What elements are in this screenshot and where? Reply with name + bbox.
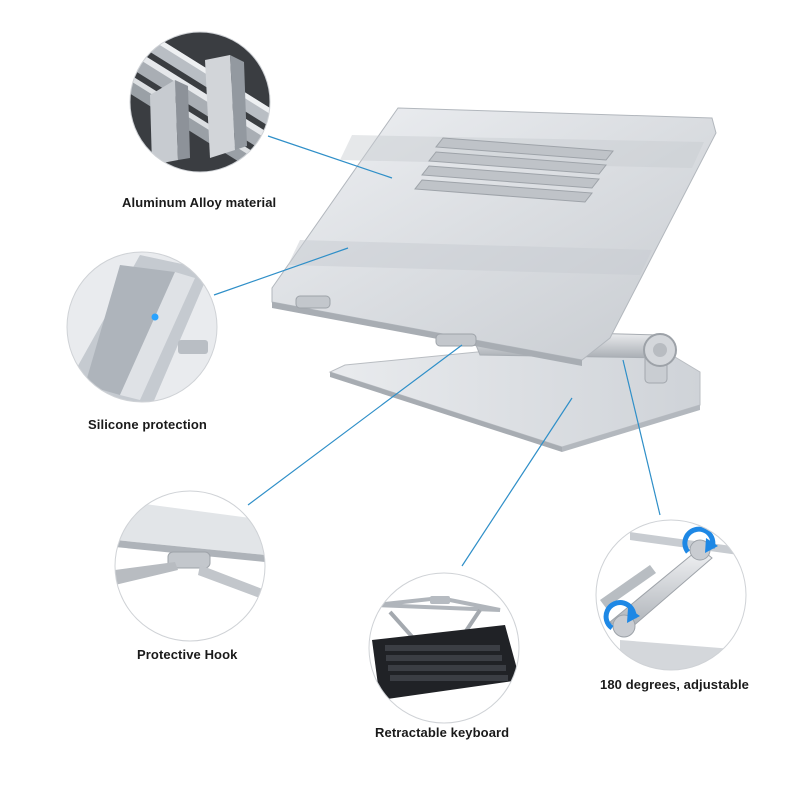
angle-label-bottom: 180°: [644, 626, 671, 641]
caption-hook: Protective Hook: [137, 647, 238, 662]
callout-lines: [213, 135, 661, 567]
caption-aluminum: Aluminum Alloy material: [122, 195, 277, 210]
caption-silicone: Silicone protection: [88, 417, 207, 432]
silicone-detail-circle: [66, 251, 218, 403]
rotate-arrow-icon: [603, 600, 640, 631]
rotate-arrow-icon: [682, 526, 718, 554]
hinge-detail-circle: 180° 180°: [595, 519, 747, 671]
laptop-stand: [271, 107, 717, 452]
aluminum-detail-circle: [129, 31, 271, 173]
caption-adjustable: 180 degrees, adjustable: [600, 677, 749, 692]
angle-label-top: 180°: [713, 567, 740, 582]
caption-keyboard: Retractable keyboard: [375, 725, 510, 740]
keyboard-detail-circle: [368, 572, 520, 724]
hook-detail-circle: [114, 490, 266, 642]
